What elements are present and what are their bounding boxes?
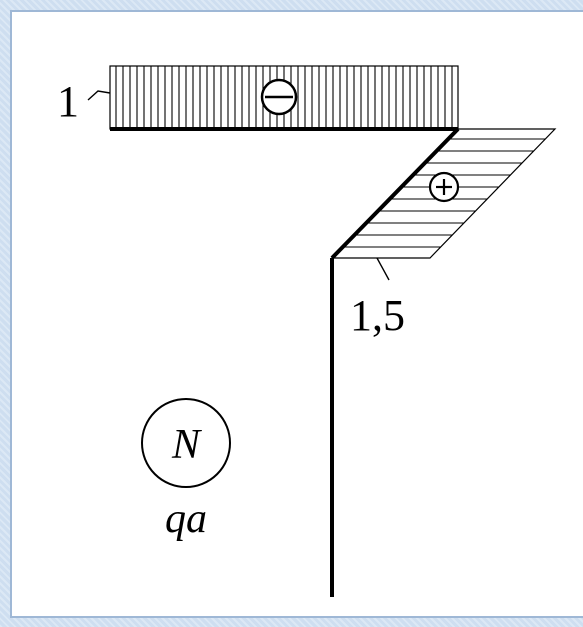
bottom-value-leader xyxy=(376,257,390,281)
diagram-panel xyxy=(10,10,583,618)
minus-sign-icon xyxy=(260,78,298,116)
top-member-region xyxy=(109,65,459,131)
legend: N qa xyxy=(141,398,231,542)
legend-circle xyxy=(141,398,231,488)
inclined-member-axis xyxy=(330,127,460,260)
legend-unit: qa xyxy=(165,496,207,542)
legend-symbol: N xyxy=(171,422,202,468)
bottom-value-label: 1,5 xyxy=(350,291,405,340)
top-value-label: 1 xyxy=(57,77,79,126)
top-value-leader xyxy=(87,90,111,101)
plus-sign-icon xyxy=(428,171,460,203)
